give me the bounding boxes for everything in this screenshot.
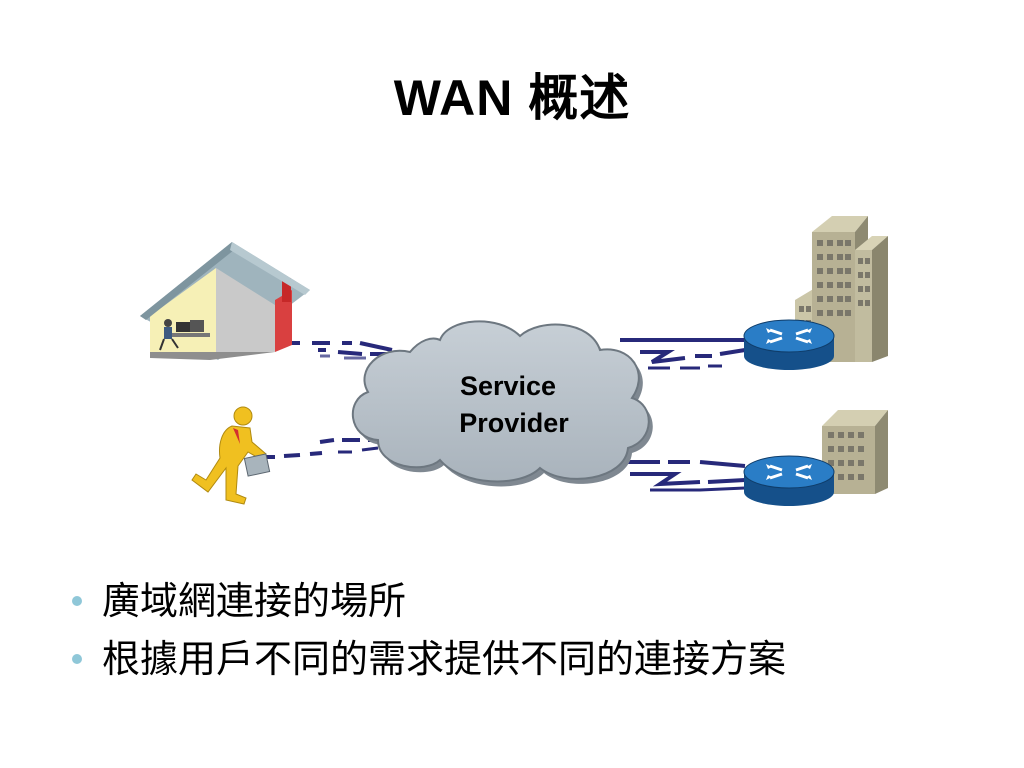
- cloud-label-line2: Provider: [459, 408, 569, 438]
- router-icon-bottom: [743, 455, 835, 506]
- building-icon-bottom: [822, 410, 888, 494]
- bullet-dot-icon: [72, 654, 82, 664]
- bullet-item: 根據用戶不同的需求提供不同的連接方案: [70, 630, 786, 688]
- link-cloud-to-router-top: [620, 338, 746, 370]
- link-mobile-to-cloud: [262, 438, 385, 459]
- mobile-user-icon: [191, 406, 271, 505]
- bullet-text: 根據用戶不同的需求提供不同的連接方案: [102, 637, 787, 681]
- service-provider-cloud: Service Provider: [351, 320, 653, 487]
- slide-title: WAN 概述: [393, 70, 631, 126]
- link-cloud-to-router-bottom: [625, 460, 746, 492]
- bullet-text: 廣域網連接的場所: [102, 579, 407, 623]
- router-icon-top: [743, 319, 835, 370]
- bullet-item: 廣域網連接的場所: [70, 572, 786, 630]
- cloud-label-line1: Service: [460, 371, 556, 401]
- home-office-icon: [140, 242, 310, 360]
- link-home-to-cloud: [292, 341, 393, 360]
- bullet-list: 廣域網連接的場所 根據用戶不同的需求提供不同的連接方案: [70, 572, 786, 688]
- bullet-dot-icon: [72, 596, 82, 606]
